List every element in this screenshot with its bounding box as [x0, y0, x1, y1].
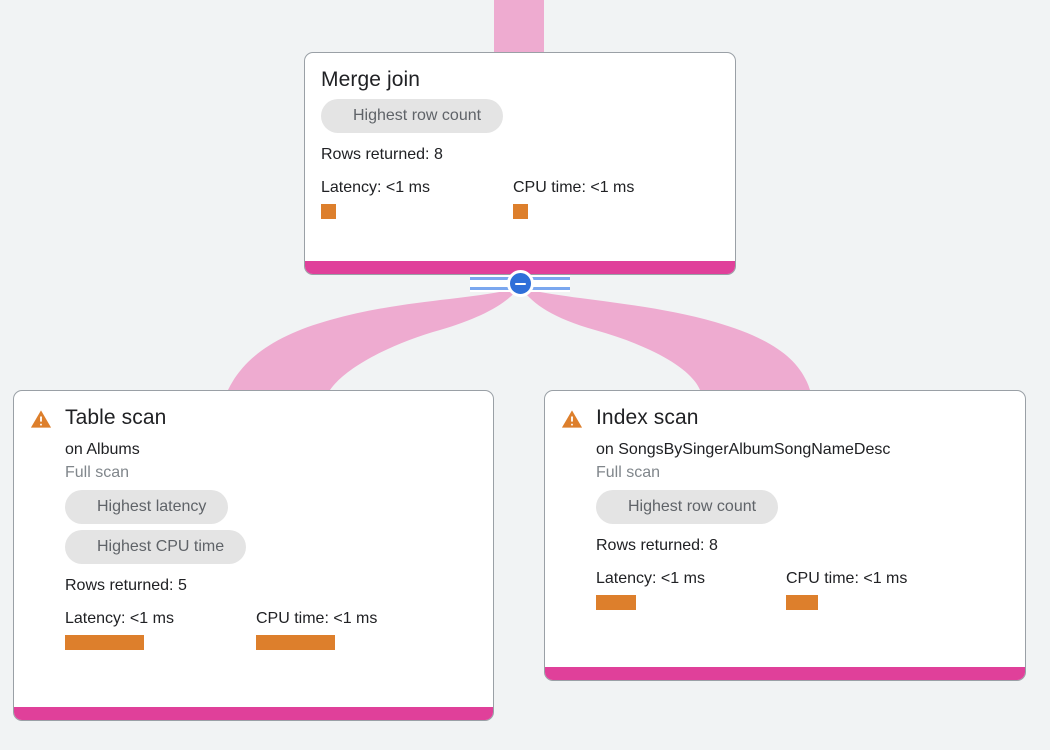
chip-highest-latency: Highest latency [65, 490, 229, 524]
metric-cpu-time-label: CPU time: <1 ms [513, 179, 635, 196]
rows-returned-table-scan: Rows returned: 5 [65, 577, 187, 594]
metric-cpu-time-label: CPU time: <1 ms [256, 610, 378, 627]
chip-row-merge-join: Highest row count [321, 99, 719, 139]
node-subtitle-table: on Albums [65, 441, 140, 458]
node-title: Index scan [596, 406, 699, 429]
warning-triangle-icon [561, 410, 583, 428]
node-subtitle-scan-type: Full scan [65, 464, 130, 481]
node-accent-bar-merge-join [305, 261, 735, 274]
connector-to-index-scan [521, 288, 810, 390]
metrics-index-scan: Latency: <1 ms CPU time: <1 ms [596, 569, 1009, 615]
warning-triangle-icon [30, 410, 52, 428]
node-subtitle-scan-type: Full scan [596, 464, 661, 481]
node-header-table-scan: Table scan [30, 405, 477, 431]
metric-cpu-time-label: CPU time: <1 ms [786, 570, 908, 587]
metric-latency-bar [65, 635, 144, 650]
metric-cpu-time: CPU time: <1 ms [256, 609, 377, 650]
node-body-merge-join: Merge join Highest row count Rows return… [305, 53, 735, 224]
chip-row-table-scan: Highest latency Highest CPU time [65, 490, 477, 570]
rows-returned-index-scan: Rows returned: 8 [596, 537, 718, 554]
chip-highest-cpu-time: Highest CPU time [65, 530, 247, 564]
node-card-merge-join[interactable]: Merge join Highest row count Rows return… [304, 52, 736, 275]
metric-cpu-time-bar [256, 635, 335, 650]
node-subtitle-index: on SongsBySingerAlbumSongNameDesc [596, 441, 891, 458]
connector-parent-ribbon [494, 0, 544, 52]
metric-cpu-time: CPU time: <1 ms [786, 569, 907, 610]
node-header-merge-join: Merge join [321, 67, 719, 93]
rows-returned-merge-join: Rows returned: 8 [321, 146, 443, 163]
node-header-index-scan: Index scan [561, 405, 1009, 431]
node-title: Table scan [65, 406, 167, 429]
node-body-table-scan: Table scan on Albums Full scan Highest l… [14, 391, 493, 655]
node-accent-bar-index-scan [545, 667, 1025, 680]
collapse-toggle-button[interactable] [507, 270, 534, 297]
metrics-merge-join: Latency: <1 ms CPU time: <1 ms [321, 178, 719, 224]
metric-latency-bar [596, 595, 636, 610]
metric-latency: Latency: <1 ms [321, 178, 430, 219]
metric-latency: Latency: <1 ms [596, 569, 705, 610]
chip-row-index-scan: Highest row count [596, 490, 1009, 530]
metric-cpu-time-bar [786, 595, 818, 610]
node-title: Merge join [321, 68, 421, 91]
metric-latency-label: Latency: <1 ms [65, 610, 174, 627]
minus-icon [515, 282, 526, 285]
node-card-table-scan[interactable]: Table scan on Albums Full scan Highest l… [13, 390, 494, 721]
metric-cpu-time-bar [513, 204, 528, 219]
metrics-table-scan: Latency: <1 ms CPU time: <1 ms [65, 609, 477, 655]
metric-latency-label: Latency: <1 ms [321, 179, 430, 196]
chip-highest-row-count: Highest row count [321, 99, 504, 133]
chip-highest-row-count: Highest row count [596, 490, 779, 524]
connector-to-table-scan [228, 288, 519, 390]
metric-latency-bar [321, 204, 336, 219]
metric-latency: Latency: <1 ms [65, 609, 174, 650]
metric-cpu-time: CPU time: <1 ms [513, 178, 634, 219]
node-accent-bar-table-scan [14, 707, 493, 720]
node-card-index-scan[interactable]: Index scan on SongsBySingerAlbumSongName… [544, 390, 1026, 681]
metric-latency-label: Latency: <1 ms [596, 570, 705, 587]
node-body-index-scan: Index scan on SongsBySingerAlbumSongName… [545, 391, 1025, 615]
